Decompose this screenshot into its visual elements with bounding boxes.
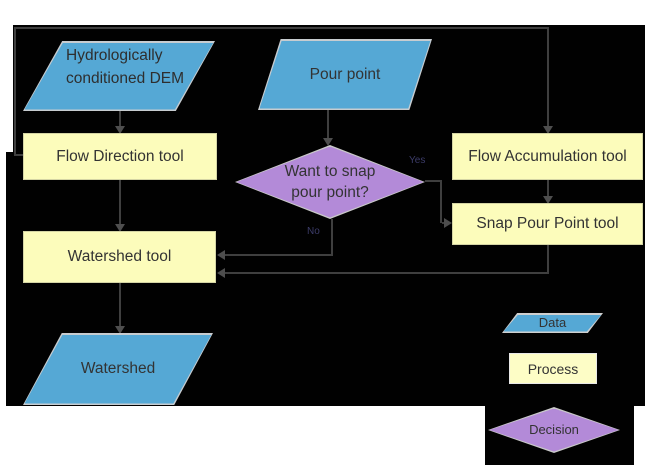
node-flow-direction-label: Flow Direction tool [56,147,184,165]
connector-flowdirection-watershedtool [119,180,121,225]
connector-yes-b [440,180,442,223]
connector-watershedtool-watershed [119,283,121,326]
arrowhead-flowacc-snap [543,196,553,204]
arrowhead-pourpoint-decision [323,138,333,146]
legend-process-label: Process [527,360,579,377]
node-dem-label: Hydrologically conditioned DEM [66,47,185,87]
arrowhead-snap-watershedtool [217,268,225,278]
connector-flowdirection-out-left [14,154,24,156]
node-watershed-tool-label: Watershed tool [67,248,172,265]
node-snap-pour-point: Snap Pour Point tool [452,203,643,245]
legend-decision-label: Decision [529,422,579,437]
chart-background-left-strip [6,152,14,406]
node-flow-accumulation-label: Flow Accumulation tool [468,147,627,165]
arrowhead-flowdirection-watershedtool [115,224,125,232]
node-decision-label: Want to snap pour point? [284,163,376,201]
legend-data-fill [503,314,602,332]
node-pour-point-label: Pour point [309,65,381,83]
connector-top-horizontal [14,27,549,29]
node-snap-pour-point-label: Snap Pour Point tool [476,215,619,232]
node-watershed: Watershed [23,333,213,405]
edge-label-yes: Yes [409,155,426,166]
node-pour-point: Pour point [258,39,432,110]
connector-yes-a [425,180,442,182]
connector-left-vertical [14,27,16,156]
legend-process-shape: Process [509,353,597,384]
connector-pourpoint-decision [327,110,329,138]
connector-snap-watershedtool-a [547,245,549,274]
connector-snap-watershedtool-b [225,272,549,274]
arrowhead-yes-snappourpoint [444,218,452,228]
legend-decision-shape: Decision [488,407,620,453]
legend-data-label: Data [538,315,567,330]
connector-no-b [225,254,333,256]
node-flow-direction: Flow Direction tool [23,133,217,180]
arrowhead-dem-flowdirection [115,126,125,134]
legend-data-shape: Data [502,313,603,333]
arrowhead-flowaccumulation [543,126,553,134]
node-watershed-label: Watershed [80,360,156,377]
connector-dem-flowdirection [119,111,121,128]
node-pour-point-fill [259,40,431,109]
edge-label-no: No [307,226,320,237]
node-decision: Want to snap pour point? [235,145,425,219]
node-dem: Hydrologically conditioned DEM [23,41,215,111]
arrowhead-watershedtool-watershed [115,326,125,334]
connector-no-a [331,219,333,256]
arrowhead-no-watershedtool [217,250,225,260]
node-watershed-tool: Watershed tool [23,231,216,283]
node-flow-accumulation: Flow Accumulation tool [452,133,643,180]
connector-flowacc-snap [547,180,549,196]
connector-into-flowaccumulation [547,27,549,126]
